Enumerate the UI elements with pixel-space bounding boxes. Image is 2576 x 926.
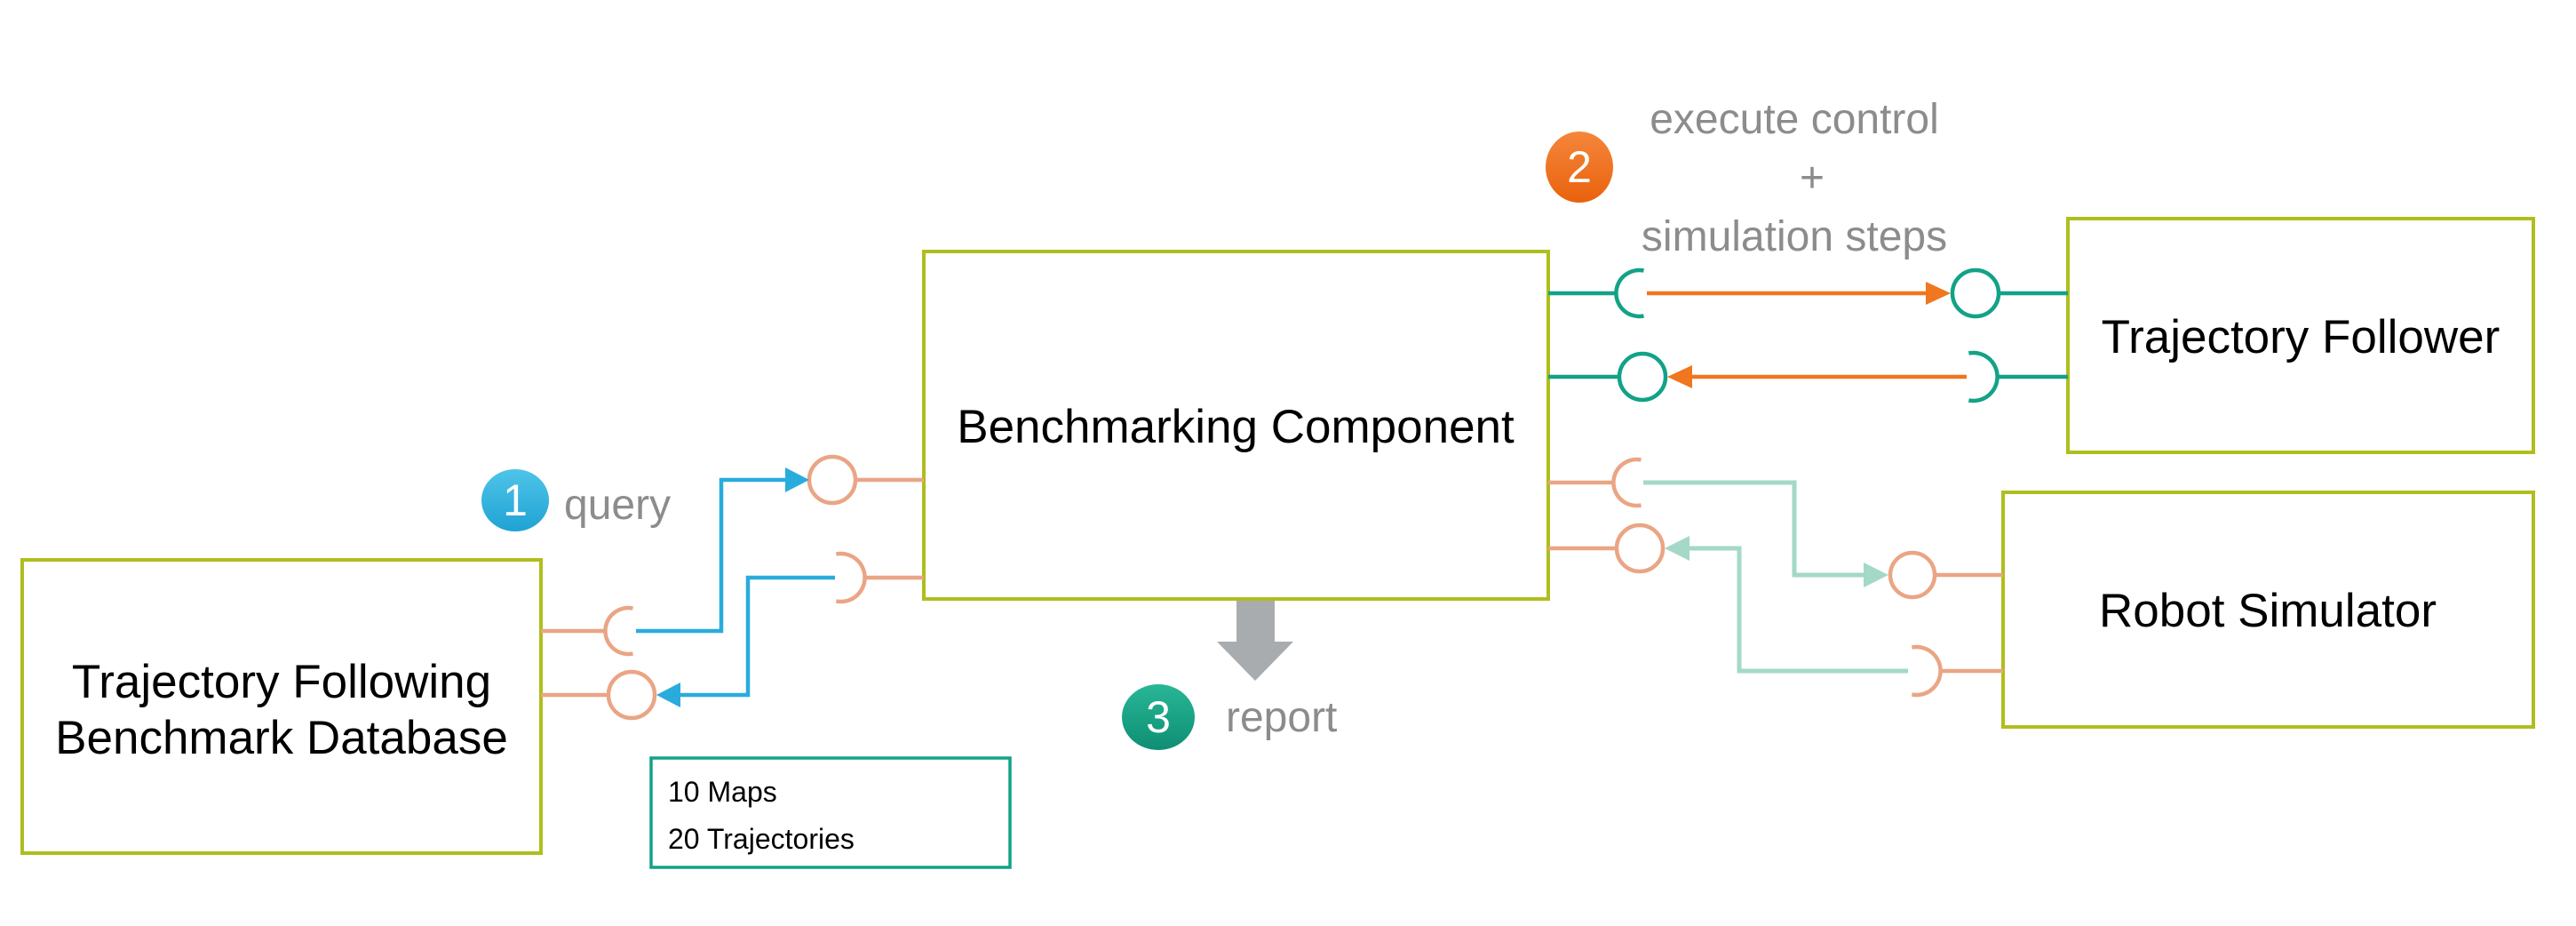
simulation-response-flow-arrow (1665, 536, 1908, 674)
benchmarking-bottom-provided-interface-icon (1548, 523, 1666, 574)
stats-box: 10 Maps 20 Trajectories (649, 756, 1012, 869)
stats-line-trajectories: 20 Trajectories (668, 823, 855, 855)
query-request-flow-arrow (636, 467, 809, 634)
benchmarking-top-required-interface-icon (1548, 267, 1644, 319)
step-1-label: query (564, 482, 671, 529)
benchmarking-label: Benchmarking Component (957, 401, 1515, 453)
database-label-line1: Trajectory Following (72, 656, 491, 708)
control-feedback-flow-arrow (1667, 365, 1967, 388)
step-3-badge: 3 (1122, 684, 1195, 750)
step-3-label: report (1226, 694, 1337, 741)
step-2-label-line2: + (1800, 155, 1825, 202)
robot-simulator-box: Robot Simulator (2001, 491, 2535, 729)
stats-line-maps: 10 Maps (668, 776, 777, 808)
trajectory-follower-label: Trajectory Follower (2102, 311, 2500, 363)
benchmarking-top-provided-interface-icon (1548, 351, 1668, 403)
database-label-line2: Benchmark Database (55, 712, 508, 764)
step-2-label-line1: execute control (1650, 96, 1939, 143)
simulation-request-flow-arrow (1643, 480, 1888, 587)
step-1-badge: 1 (481, 469, 549, 531)
database-box: Trajectory Following Benchmark Database (20, 558, 543, 855)
benchmarking-bottom-required-interface-icon (1548, 457, 1642, 508)
robot-simulator-required-interface-icon (1911, 644, 2003, 698)
step-2-number: 2 (1567, 142, 1592, 192)
step-2-badge: 2 (1546, 132, 1613, 203)
step-1-number: 1 (503, 475, 528, 525)
step-3-number: 3 (1146, 692, 1171, 742)
trajectory-follower-provided-interface-icon (1950, 267, 2068, 319)
benchmarking-box: Benchmarking Component (922, 250, 1550, 601)
database-required-interface-icon (541, 605, 633, 657)
robot-simulator-label: Robot Simulator (2099, 585, 2437, 637)
trajectory-follower-box: Trajectory Follower (2066, 217, 2535, 454)
benchmarking-left-required-interface-icon (835, 551, 924, 604)
step-2-label-line3: simulation steps (1642, 213, 1947, 260)
trajectory-follower-required-interface-icon (1968, 350, 2068, 403)
benchmarking-left-provided-interface-icon (807, 454, 924, 506)
query-response-flow-arrow (656, 575, 835, 707)
robot-simulator-provided-interface-icon (1888, 550, 2003, 600)
report-arrow-icon (1217, 601, 1293, 681)
database-provided-interface-icon (541, 669, 657, 721)
control-command-flow-arrow (1647, 282, 1951, 305)
